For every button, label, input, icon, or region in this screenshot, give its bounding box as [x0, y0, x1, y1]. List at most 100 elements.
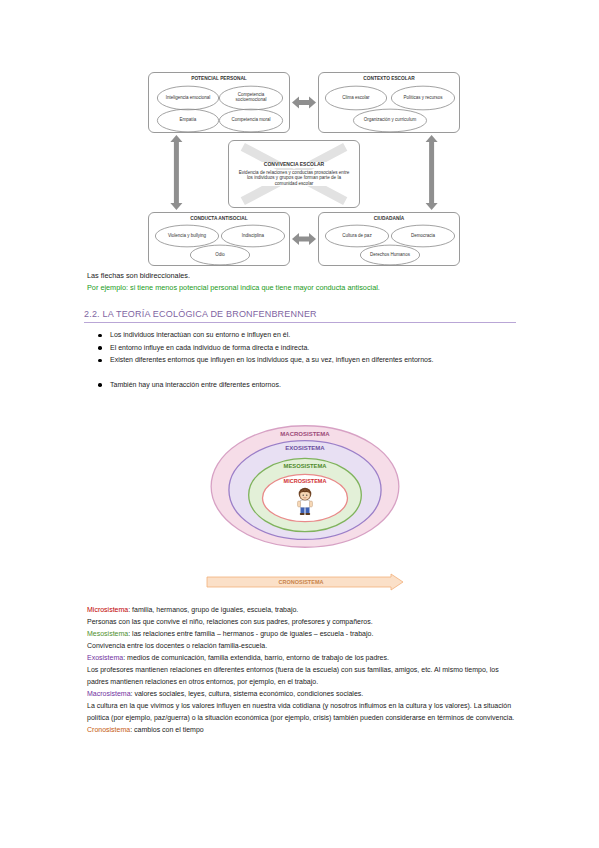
concept-ellipse: Competencia socioemocional [219, 86, 283, 110]
node-label: Políticas y recursos [400, 86, 446, 110]
term: Macrosistema [87, 690, 131, 697]
bidirectional-arrow [426, 135, 438, 210]
concept-ellipse: Políticas y recursos [391, 86, 455, 110]
concept-ellipse: Derechos Humanos [360, 245, 420, 265]
node-label: MESOSISTEMA [248, 463, 362, 469]
child-illustration [293, 486, 317, 516]
node-label: Competencia moral [228, 109, 274, 132]
text: : medios de comunicación, familia extend… [123, 654, 389, 661]
timeline-arrow: CRONOSISTEMA [207, 574, 403, 590]
arrowhead [170, 135, 182, 142]
box-heading: CONTEXTO ESCOLAR [319, 76, 459, 81]
node-label: Derechos Humanos [368, 245, 411, 265]
text: : cambios con el tiempo [130, 726, 204, 733]
concept-ellipse: Violencia y bullying [155, 225, 219, 247]
arrowhead [292, 97, 299, 109]
text: : familia, hermanos, grupo de iguales, e… [128, 606, 298, 613]
node-label: Cultura de paz [334, 225, 380, 247]
text: También hay una interacción entre difere… [110, 381, 281, 388]
arrowhead [309, 233, 316, 245]
text-line: Personas con las que convive el niño, re… [87, 616, 517, 628]
node-label: MACROSISTEMA [210, 431, 400, 438]
text-line: Microsistema: familia, hermanos, grupo d… [87, 604, 517, 616]
term: Exosistema [87, 654, 123, 661]
central-box: CONVIVENCIA ESCOLAR Evidencia de relacion… [228, 140, 360, 208]
concept-box: POTENCIAL PERSONAL Inteligencia emocional… [148, 72, 290, 133]
arrowhead [426, 203, 438, 210]
concept-box: CONTEXTO ESCOLAR Clima escolar Políticas y… [318, 72, 460, 133]
concept-ellipse: Inteligencia emocional [157, 86, 219, 110]
text-line: Por ejemplo: si tiene menos potencial pe… [87, 282, 517, 294]
concept-ellipse: Organización y currículum [353, 109, 427, 132]
node-label: Inteligencia emocional [166, 86, 211, 110]
bullet-item: El entorno influye en cada individuo de … [110, 342, 515, 355]
node-label: CRONOSISTEMA [207, 574, 395, 590]
bidirectional-arrow [292, 97, 316, 109]
arrowhead [292, 233, 299, 245]
arrowhead [426, 135, 438, 142]
node-label: Odio [198, 245, 241, 265]
text-line: Macrosistema: valores sociales, leyes, c… [87, 688, 517, 700]
term: Cronosistema [87, 726, 130, 733]
concept-ellipse: Empatía [157, 109, 219, 132]
node-label: EXOSISTEMA [228, 445, 382, 452]
text: El entorno influye en cada individuo de … [110, 344, 309, 351]
concept-box: CONDUCTA ANTISOCIAL Violencia y bullying I… [148, 212, 290, 266]
concept-ellipse: Cultura de paz [325, 225, 389, 247]
term: 2.2. LA TEORÍA ECOLÓGICA DE BRONFENBRENN… [84, 309, 317, 319]
concept-ellipse: Indisciplina [221, 225, 285, 247]
text-line: Convivencia entre los docentes o relació… [87, 640, 517, 652]
text: Personas con las que convive el niño, re… [87, 618, 373, 625]
box-heading: CIUDADANÍA [319, 216, 459, 221]
text-line: Exosistema: medios de comunicación, fami… [87, 652, 517, 664]
text: Los individuos interactúan con su entorn… [110, 331, 290, 338]
arrow-shaft [298, 100, 310, 105]
node-label: Violencia y bullying [164, 225, 210, 247]
term: Mesosistema [87, 630, 128, 637]
text: Las flechas son bidireccionales. [87, 271, 190, 280]
bidirectional-arrow [292, 233, 316, 245]
arrow-shaft [429, 141, 434, 204]
concept-ellipse: Democracia [391, 225, 455, 247]
node-label: Empatía [166, 109, 211, 132]
term: Microsistema [87, 606, 128, 613]
text: Convivencia entre los docentes o relació… [87, 642, 267, 649]
section-heading: 2.2. LA TEORÍA ECOLÓGICA DE BRONFENBRENN… [84, 308, 516, 323]
arrow-shaft [174, 141, 179, 204]
node-label: Clima escolar [334, 86, 379, 110]
text-line: La cultura en la que vivimos y los valor… [87, 700, 517, 724]
bullet-item: También hay una interacción entre difere… [110, 379, 515, 392]
concept-ellipse: Clima escolar [325, 86, 387, 110]
text-line: Mesosistema: las relaciones entre famili… [87, 628, 517, 640]
bidirectional-arrow [170, 135, 182, 210]
text: Existen diferentes entornos que influyen… [110, 356, 433, 363]
node-label: Competencia socioemocional [228, 86, 274, 110]
arrowhead [170, 203, 182, 210]
box-body: Evidencia de relaciones y conductas pros… [236, 170, 352, 187]
text: La cultura en la que vivimos y los valor… [87, 702, 514, 721]
bullet-item: Los individuos interactúan con su entorn… [110, 329, 515, 342]
node-label: MICROSISTEMA [262, 478, 348, 484]
text-line: Cronosistema: cambios con el tiempo [87, 724, 517, 736]
text: : valores sociales, leyes, cultura, sist… [131, 690, 364, 697]
box-heading: POTENCIAL PERSONAL [149, 76, 289, 81]
node-label: Organización y currículum [363, 109, 416, 132]
text: Los profesores mantienen relaciones en d… [87, 666, 499, 685]
term: Por ejemplo: si tiene menos potencial pe… [87, 283, 380, 292]
concept-ellipse: Odio [190, 245, 250, 265]
arrow-shaft [298, 237, 310, 242]
text: : las relaciones entre familia – hermano… [128, 630, 373, 637]
text-line: Los profesores mantienen relaciones en d… [87, 664, 517, 688]
box-heading: CONVIVENCIA ESCOLAR [262, 162, 326, 168]
bullet-item: Existen diferentes entornos que influyen… [110, 354, 515, 367]
concept-ellipse: Competencia moral [219, 109, 283, 132]
system-ellipse: MACROSISTEMA EXOSISTEMA MESOSISTEMA MICROSI… [210, 425, 400, 548]
box-heading: CONDUCTA ANTISOCIAL [149, 216, 289, 221]
text-line: Las flechas son bidireccionales. [87, 270, 517, 282]
node-label: Indisciplina [230, 225, 276, 247]
concept-box: CIUDADANÍA Cultura de paz DemocraciaDerech… [318, 212, 460, 266]
arrowhead [309, 97, 316, 109]
node-label: Democracia [400, 225, 446, 247]
